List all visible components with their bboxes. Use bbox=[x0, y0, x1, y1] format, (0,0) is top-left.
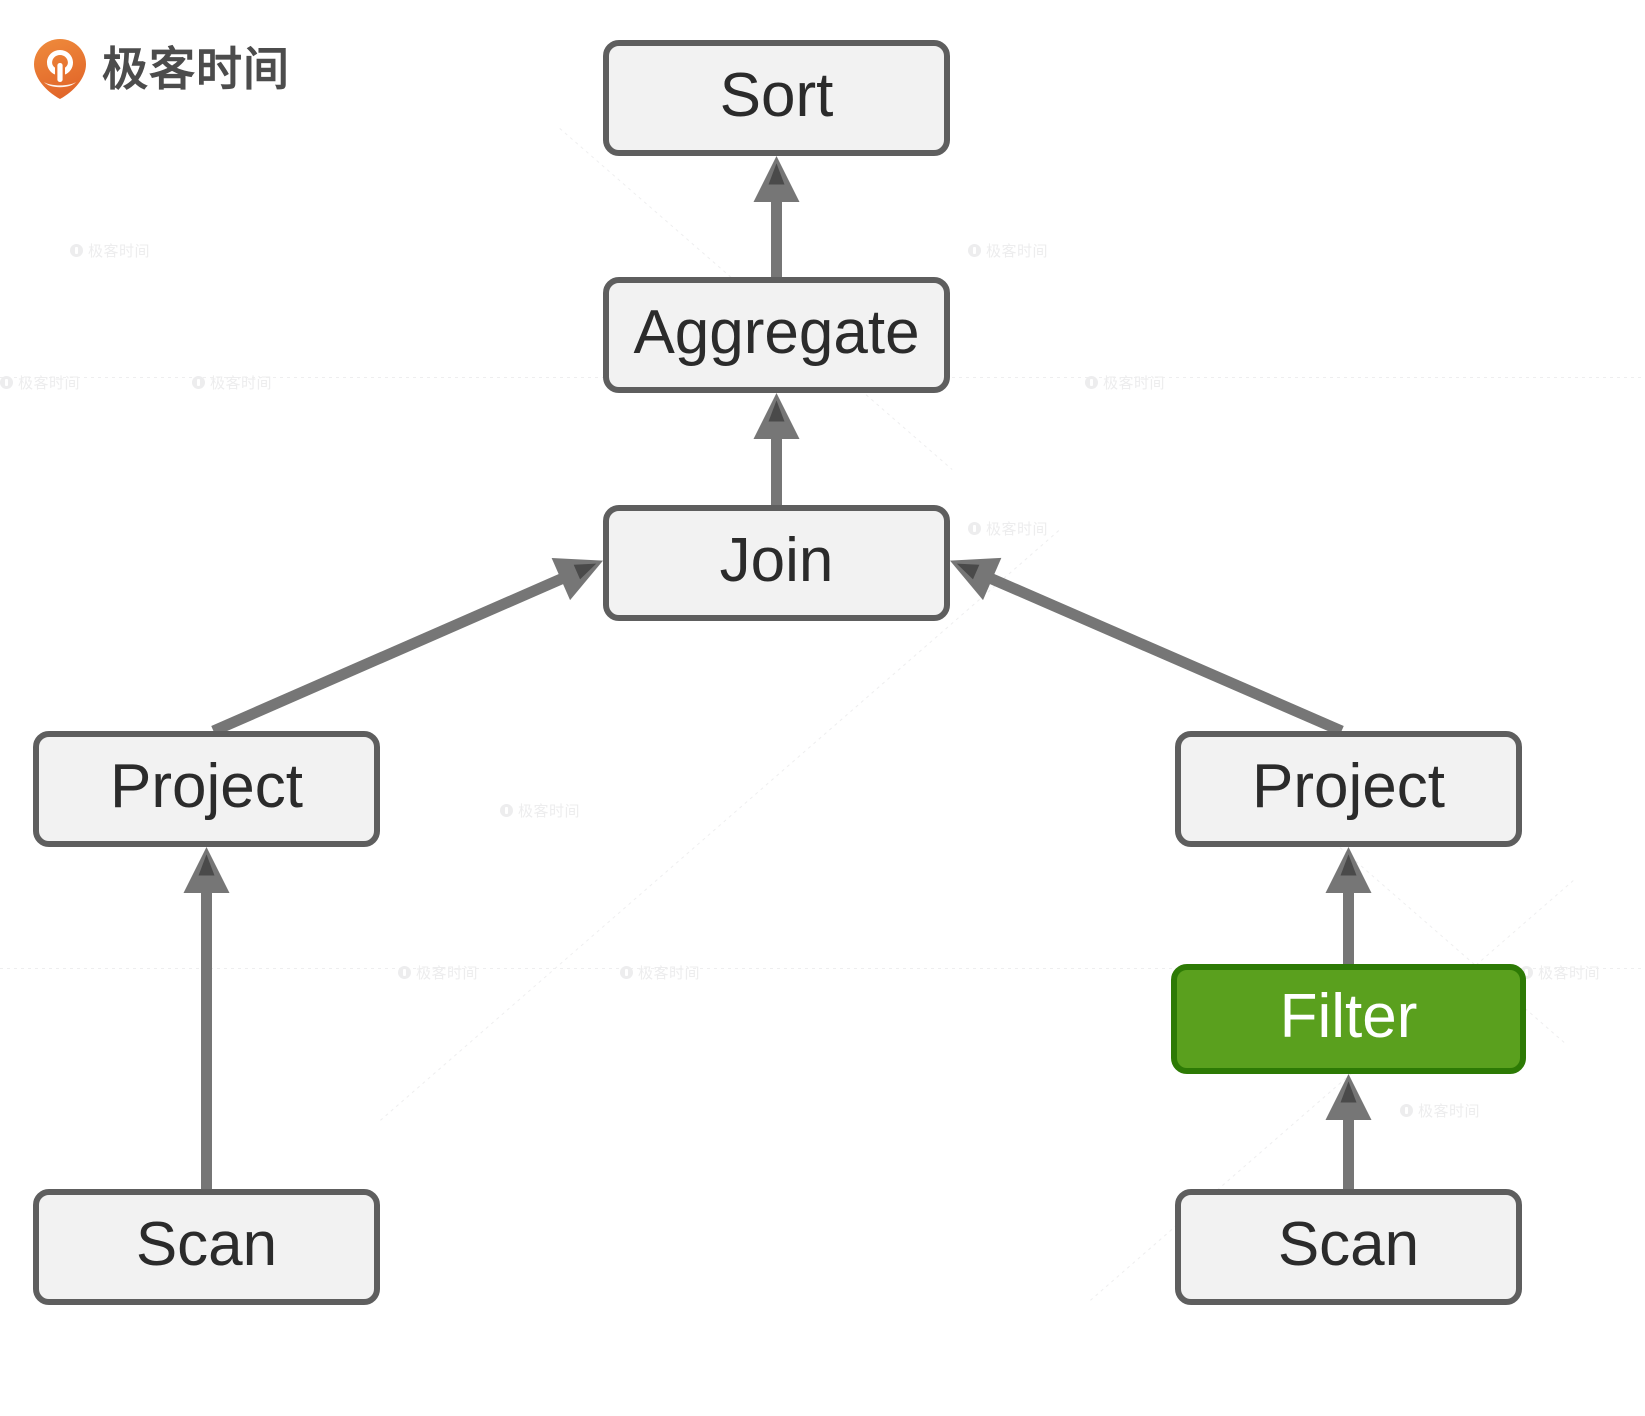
node-sort[interactable]: Sort bbox=[603, 40, 950, 156]
node-label: Project bbox=[110, 752, 303, 821]
node-label: Scan bbox=[1277, 1210, 1420, 1279]
brand-name: 极客时间 bbox=[102, 42, 290, 96]
node-label: Filter bbox=[1279, 982, 1418, 1051]
node-scan_l[interactable]: Scan bbox=[33, 1189, 380, 1305]
node-project_r[interactable]: Project bbox=[1175, 731, 1522, 847]
node-label: Scan bbox=[135, 1210, 278, 1279]
brand-logo: 极客时间 bbox=[32, 38, 290, 100]
node-project_l[interactable]: Project bbox=[33, 731, 380, 847]
node-join[interactable]: Join bbox=[603, 505, 950, 621]
node-aggregate[interactable]: Aggregate bbox=[603, 277, 950, 393]
edge-shaft bbox=[971, 565, 1344, 737]
node-filter[interactable]: Filter bbox=[1171, 964, 1526, 1074]
node-label: Project bbox=[1252, 752, 1445, 821]
geektime-logo-icon bbox=[32, 38, 88, 100]
edge-arrowhead-notch bbox=[198, 854, 215, 876]
node-label: Join bbox=[719, 526, 834, 595]
node-label: Aggregate bbox=[633, 298, 920, 367]
edge-shaft bbox=[211, 565, 583, 737]
node-label: Sort bbox=[719, 61, 834, 130]
node-scan_r[interactable]: Scan bbox=[1175, 1189, 1522, 1305]
